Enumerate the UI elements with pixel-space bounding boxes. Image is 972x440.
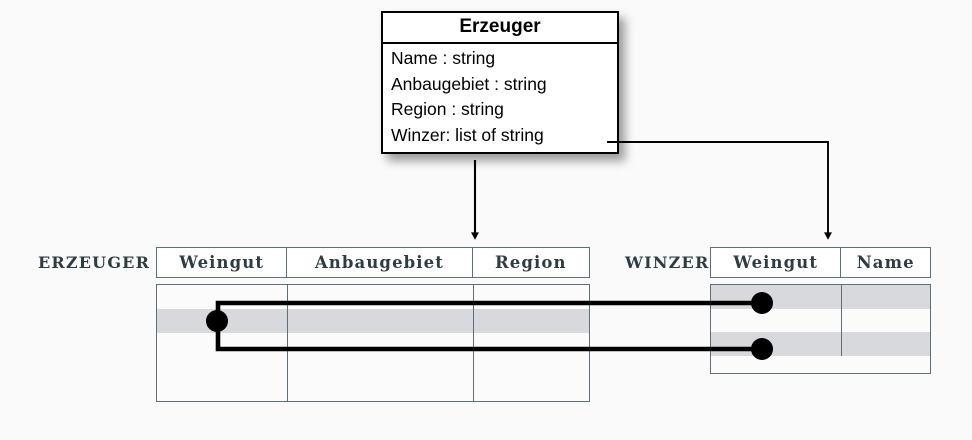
table-cell <box>474 309 589 333</box>
table-cell <box>474 333 589 368</box>
table-cell <box>288 285 474 309</box>
table-row[interactable] <box>711 285 930 309</box>
table-cell <box>711 332 842 356</box>
table-cell <box>157 285 288 309</box>
uml-class-name: Erzeuger <box>383 13 617 44</box>
table-label-erzeuger: ERZEUGER <box>38 253 151 272</box>
column-header: Anbaugebiet <box>287 248 473 277</box>
table-cell <box>157 368 288 401</box>
uml-attribute: Winzer: list of string <box>391 125 544 145</box>
table-cell <box>288 333 474 368</box>
uml-attribute: Anbaugebiet : string <box>391 73 547 94</box>
uml-class-box-erzeuger: Erzeuger Name : string Anbaugebiet : str… <box>381 11 619 154</box>
table-cell <box>157 309 288 333</box>
column-header: Name <box>856 253 915 272</box>
table-cell <box>842 285 930 309</box>
uml-attribute: Region : string <box>391 99 504 120</box>
table-cell <box>288 309 474 333</box>
table-body-erzeuger <box>156 284 590 402</box>
table-cell <box>711 309 842 332</box>
table-row[interactable] <box>711 332 930 356</box>
uml-attribute: Name : string <box>391 47 496 68</box>
table-cell <box>157 333 288 368</box>
table-row[interactable] <box>157 368 589 401</box>
arrow-winzer-attribute-to-winzer-table <box>607 141 833 240</box>
table-row[interactable] <box>711 309 930 332</box>
table-cell <box>474 368 589 401</box>
table-row[interactable] <box>157 285 589 309</box>
table-cell <box>711 285 842 309</box>
table-cell <box>474 285 589 309</box>
table-header-winzer: Weingut Name <box>710 247 931 278</box>
column-header: Weingut <box>711 248 842 277</box>
table-row[interactable] <box>157 309 589 333</box>
column-header: Region <box>494 253 567 272</box>
table-cell <box>842 332 930 356</box>
table-header-erzeuger: Weingut Anbaugebiet Region <box>156 247 590 278</box>
table-cell <box>842 309 930 332</box>
table-body-winzer <box>710 284 931 374</box>
table-label-winzer: WINZER <box>625 253 710 272</box>
column-header: Weingut <box>157 248 288 277</box>
uml-attribute-list: Name : string Anbaugebiet : string Regio… <box>383 44 617 152</box>
table-cell <box>288 368 474 401</box>
table-row[interactable] <box>157 333 589 368</box>
